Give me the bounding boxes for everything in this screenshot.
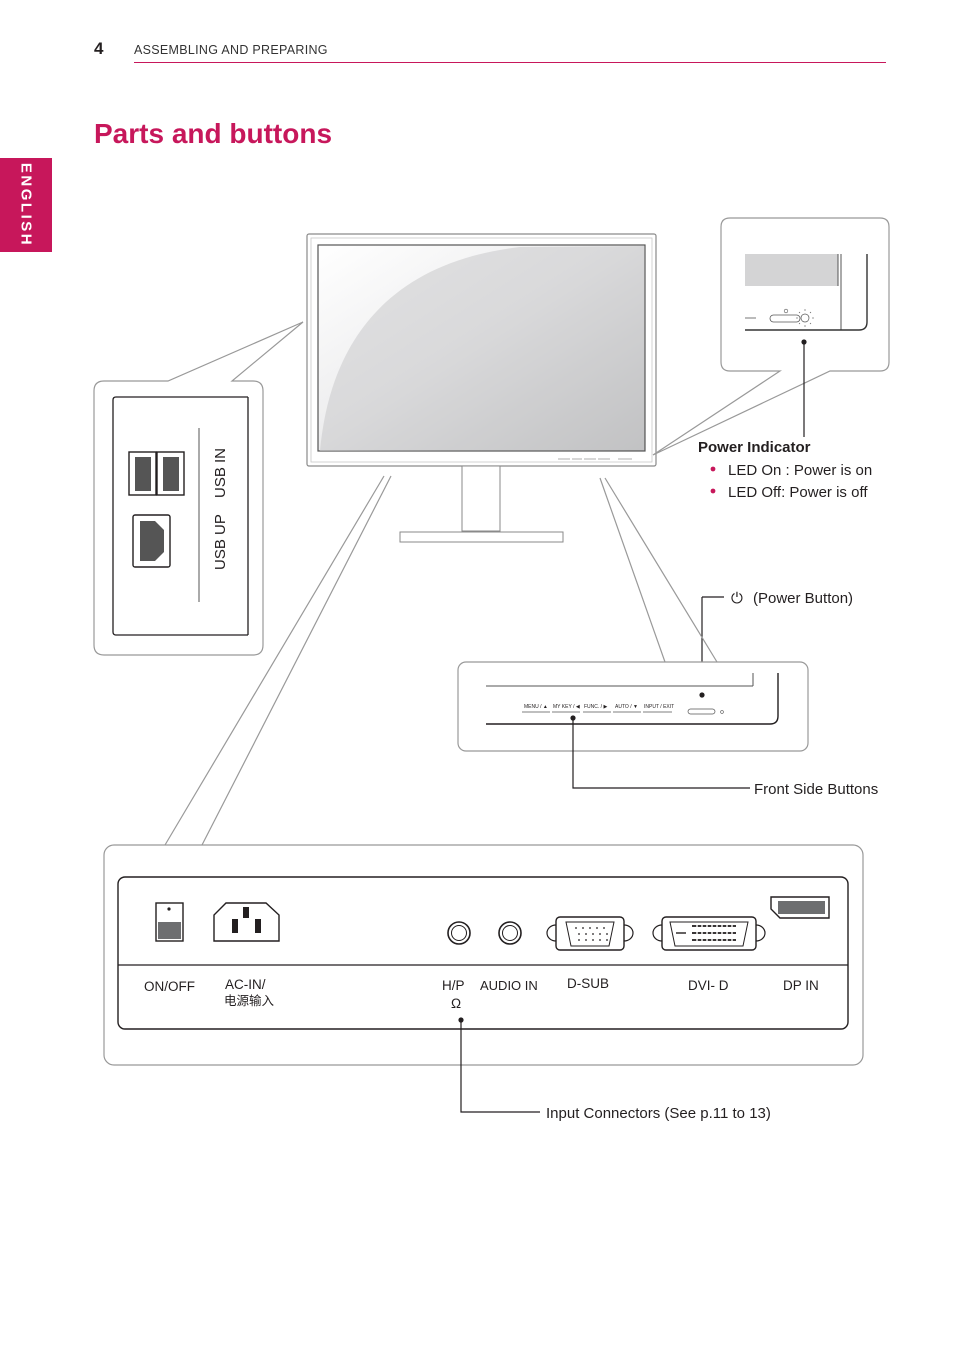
page-number: 4 [94, 39, 104, 58]
dvi-label: DVI- D [688, 978, 729, 993]
usb-up-label: USB UP [212, 514, 229, 570]
input-connectors-ref: See p.11 to 13) [669, 1105, 770, 1122]
dsub-label: D-SUB [567, 976, 609, 991]
header-rule [134, 62, 886, 63]
rear-panel-inset [103, 475, 864, 1113]
usb-side-inset [93, 321, 304, 656]
audio-in-label: AUDIO IN [480, 978, 538, 993]
front-buttons-inset [457, 477, 809, 789]
usb-in-label: USB IN [212, 448, 229, 498]
power-indicator-inset [652, 217, 890, 456]
on-off-label: ON/OFF [144, 979, 195, 994]
headphone-icon: Ω [451, 996, 461, 1011]
bullet-icon [710, 466, 716, 472]
front-key-label: FUNC. / ▶ [584, 704, 607, 710]
ac-in-cn-label: 电源输入 [224, 993, 275, 1008]
section-title: ASSEMBLING AND PREPARING [134, 43, 328, 57]
power-indicator-item: LED On : Power is on [728, 462, 872, 479]
input-connectors-label: Input Connectors (See p.11 to 13) [546, 1105, 771, 1122]
front-key-label: INPUT / EXIT [644, 704, 674, 710]
ac-in-label: AC-IN/ [225, 977, 266, 992]
dp-label: DP IN [783, 978, 819, 993]
bullet-icon [710, 488, 716, 494]
input-connectors-text: Input Connectors ( [546, 1105, 669, 1122]
hp-label: H/P [442, 978, 465, 993]
power-button-label: (Power Button) [753, 590, 853, 607]
front-key-label: AUTO / ▼ [615, 704, 638, 710]
language-tab: ENGLISH [0, 158, 52, 252]
front-key-label: MENU / ▲ [524, 704, 548, 710]
power-button-icon: ⏻ [731, 590, 743, 607]
power-indicator-title: Power Indicator [698, 439, 811, 456]
front-key-label: MY KEY / ◀ [553, 704, 580, 710]
monitor-illustration [306, 233, 657, 543]
power-indicator-item: LED Off: Power is off [728, 484, 868, 501]
page-title: Parts and buttons [94, 118, 333, 149]
front-buttons-label: Front Side Buttons [754, 781, 878, 798]
